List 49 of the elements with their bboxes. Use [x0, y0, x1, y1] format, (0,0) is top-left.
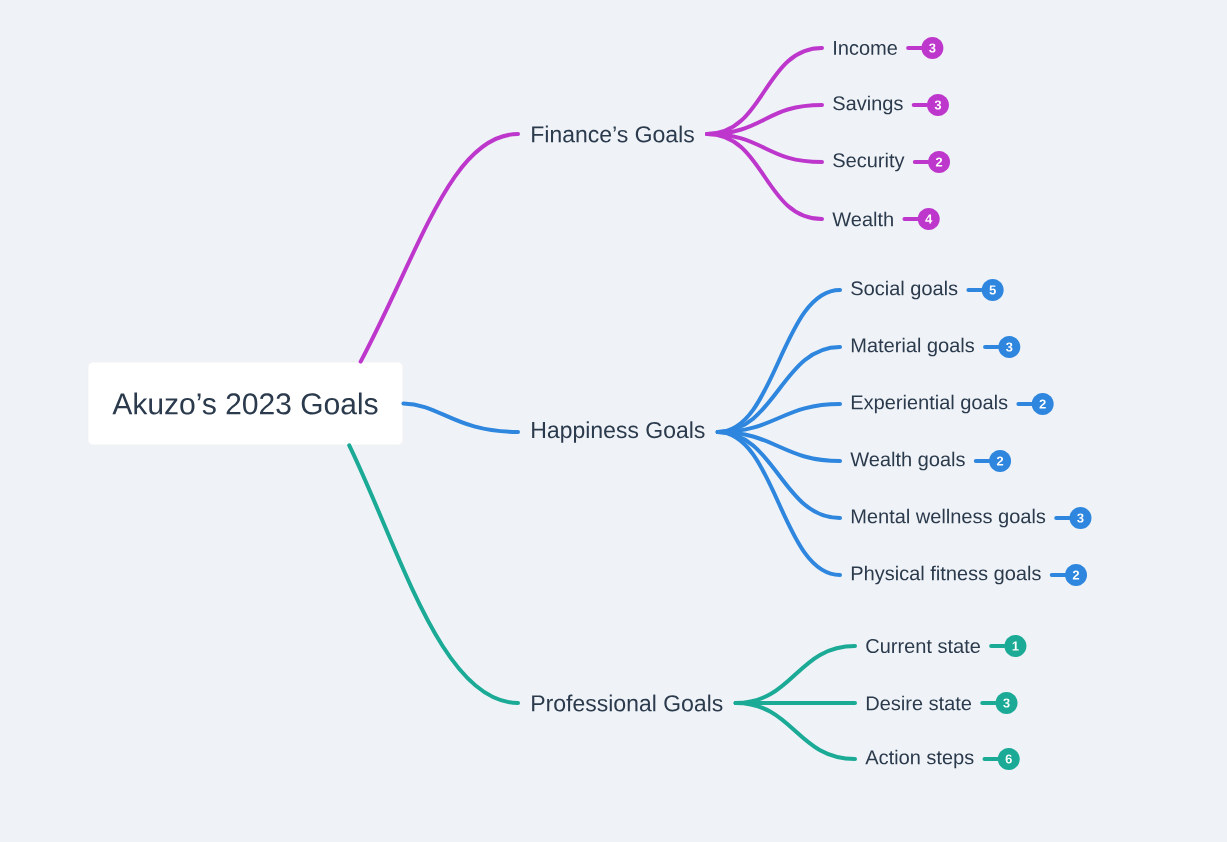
badge-connector — [982, 757, 1000, 761]
topic-label: Experiential goals — [851, 394, 1008, 414]
topic-label: Wealth goals — [850, 451, 965, 471]
badge-connector — [902, 217, 920, 221]
badge-connector — [989, 644, 1007, 648]
badge-connector — [980, 701, 998, 705]
topic-label: Wealth — [832, 211, 893, 227]
count-badge: 3 — [921, 37, 944, 59]
badge-connector — [912, 160, 930, 164]
badge-connector — [1016, 402, 1034, 406]
branch-line — [733, 701, 857, 761]
count-badge: 2 — [928, 151, 951, 173]
badge-connector — [983, 345, 1001, 349]
count-badge: 1 — [1004, 635, 1027, 657]
branch-line — [401, 401, 520, 434]
count-badge: 3 — [1069, 507, 1092, 529]
badge-connector — [973, 459, 991, 463]
count-badge: 2 — [989, 450, 1012, 472]
branch-label: Professional Goals — [532, 694, 723, 712]
badge-connector — [1049, 573, 1067, 577]
topic-label: Mental wellness goals — [851, 508, 1046, 528]
count-badge: 4 — [917, 208, 940, 230]
count-badge: 6 — [997, 748, 1020, 770]
count-badge: 3 — [926, 94, 949, 116]
topic-label: Current state — [866, 638, 980, 654]
count-badge: 2 — [1065, 564, 1087, 586]
badge-connector — [966, 288, 984, 292]
branch-line — [715, 430, 842, 577]
root-box: Akuzo’s 2023 Goals — [87, 361, 404, 446]
badge-connector — [911, 103, 929, 107]
branch-line — [347, 443, 520, 705]
count-badge: 3 — [998, 336, 1021, 358]
topic-label: Social goals — [851, 280, 958, 300]
branch-label: Happiness Goals — [532, 421, 705, 443]
branch-label: Finance’s Goals — [532, 125, 694, 143]
branch-line — [358, 132, 520, 364]
branch-line — [705, 132, 824, 221]
badge-connector — [906, 46, 924, 50]
topic-label: Physical fitness goals — [851, 565, 1041, 585]
topic-label: Savings — [833, 95, 903, 115]
topic-label: Material goals — [851, 337, 974, 357]
topic-label: Security — [833, 152, 905, 172]
count-badge: 3 — [995, 692, 1018, 714]
topic-label: Income — [834, 41, 897, 55]
count-badge: 2 — [1031, 393, 1054, 415]
topic-label: Desire state — [866, 695, 972, 711]
topic-label: Action steps — [865, 749, 974, 769]
count-badge: 5 — [981, 279, 1004, 301]
badge-connector — [1054, 516, 1072, 520]
